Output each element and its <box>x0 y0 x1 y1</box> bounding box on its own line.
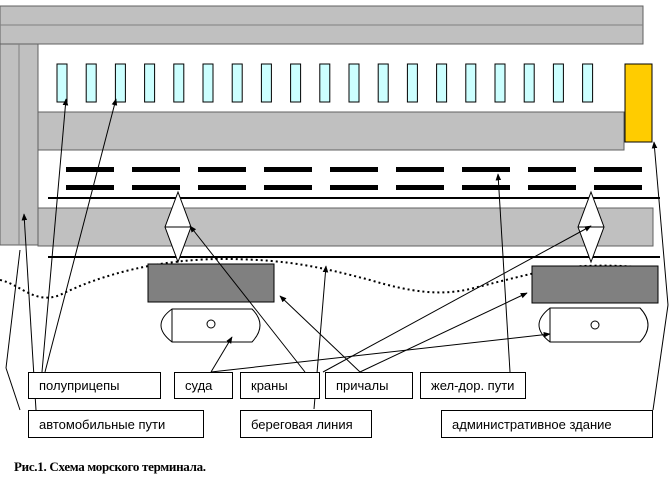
semitrailer <box>260 63 272 103</box>
semitrailer <box>290 63 302 103</box>
rail-tracks <box>66 167 642 190</box>
ship-right <box>538 307 649 343</box>
semitrailer <box>582 63 594 103</box>
rail-segment <box>594 167 642 172</box>
rail-segment <box>462 167 510 172</box>
middle-road <box>37 111 625 151</box>
rail-segment <box>66 185 114 190</box>
rail-segment <box>264 167 312 172</box>
label-road-tracks: автомобильные пути <box>28 410 204 438</box>
rail-segment <box>198 185 246 190</box>
semitrailer <box>56 63 68 103</box>
semitrailer <box>348 63 360 103</box>
semitrailer <box>114 63 126 103</box>
rail-segment <box>594 185 642 190</box>
rail-segment <box>264 185 312 190</box>
label-admin-building: административное здание <box>441 410 653 438</box>
rail-segment <box>330 167 378 172</box>
rail-segment <box>198 167 246 172</box>
label-cranes: краны <box>240 372 320 399</box>
semitrailer <box>465 63 477 103</box>
label-shoreline: береговая линия <box>240 410 372 438</box>
berth-right <box>531 265 659 304</box>
semitrailer-row <box>56 63 594 103</box>
semitrailer <box>231 63 243 103</box>
rail-segment <box>330 185 378 190</box>
rail-segment <box>396 185 444 190</box>
semitrailer <box>173 63 185 103</box>
rail-segment <box>462 185 510 190</box>
rail-segment <box>528 167 576 172</box>
label-ships: суда <box>174 372 233 399</box>
label-berths: причалы <box>325 372 413 399</box>
rail-segment <box>66 167 114 172</box>
semitrailer <box>552 63 564 103</box>
label-rail-tracks: жел-дор. пути <box>420 372 526 399</box>
semitrailer <box>377 63 389 103</box>
semitrailer <box>494 63 506 103</box>
admin-building <box>624 63 653 143</box>
semitrailer <box>436 63 448 103</box>
semitrailer <box>406 63 418 103</box>
leader-lines <box>5 98 669 411</box>
crane-left <box>164 190 192 264</box>
semitrailer <box>144 63 156 103</box>
semitrailer <box>523 63 535 103</box>
rail-segment <box>528 185 576 190</box>
rail-segment <box>396 167 444 172</box>
figure-caption: Рис.1. Схема морского терминала. <box>14 459 206 474</box>
semitrailer <box>202 63 214 103</box>
semitrailer <box>319 63 331 103</box>
ship-left <box>160 308 261 343</box>
semitrailer <box>85 63 97 103</box>
crane-right <box>577 190 605 264</box>
rail-segment <box>132 167 180 172</box>
label-semitrailers: полуприцепы <box>28 372 161 399</box>
berth-left <box>147 263 275 303</box>
rail-segment <box>132 185 180 190</box>
lower-road <box>37 207 654 247</box>
